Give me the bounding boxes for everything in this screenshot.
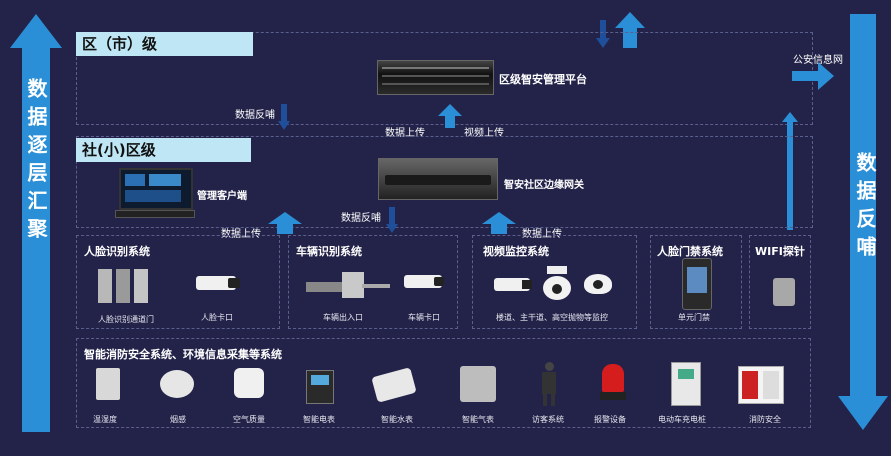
feedback-mid-label: 数据反哺: [341, 213, 381, 224]
client-label: 管理客户端: [197, 191, 247, 202]
upload-left-label: 数据上传: [221, 229, 261, 240]
humidity-sensor: [96, 368, 120, 400]
face-camera-device: [196, 272, 242, 296]
wifi-probe-device: [773, 278, 795, 306]
smart-gas-meter: [460, 366, 496, 402]
fire-item-2: 烟感: [170, 415, 186, 424]
up-arrow-small-icon: [615, 12, 645, 48]
down-arrow-small-icon: [386, 207, 398, 233]
ev-charger: [671, 362, 701, 406]
fire-system-title: 智能消防安全系统、环境信息采集等系统: [84, 348, 282, 361]
door-system-box: [650, 235, 742, 329]
face-system-title: 人脸识别系统: [84, 245, 150, 258]
platform-label: 区级智安管理平台: [499, 73, 587, 86]
video-system-box: [472, 235, 637, 329]
police-net-label: 公安信息网: [793, 55, 843, 66]
fire-item-7: 访客系统: [532, 415, 564, 424]
bullet-camera-device: [494, 274, 536, 296]
up-arrow-small-icon: [782, 112, 798, 122]
ptz-camera-device: [543, 266, 571, 302]
community-tier-box: [76, 136, 813, 228]
vehicle-item-2: 车辆卡口: [408, 313, 440, 322]
platform-server: [377, 60, 494, 95]
fire-item-1: 温湿度: [93, 415, 117, 424]
door-system-title: 人脸门禁系统: [657, 245, 723, 258]
video-system-title: 视频监控系统: [483, 245, 549, 258]
edge-gateway: [378, 158, 498, 200]
fire-item-9: 电动车充电桩: [658, 415, 706, 424]
down-arrow-small-icon: [596, 20, 610, 48]
wifi-uplink-bar: [787, 117, 793, 230]
feedback-top-label: 数据反哺: [235, 110, 275, 121]
vehicle-system-box: [288, 235, 458, 329]
district-tier-label: 区（市）级: [76, 32, 253, 56]
face-system-box: [76, 235, 280, 329]
video-caption: 楼道、主干道、高空抛物等监控: [496, 313, 608, 322]
alarm-device: [600, 364, 626, 402]
air-quality-sensor: [234, 368, 264, 398]
fire-safety-cabinet: [738, 366, 784, 404]
fire-item-6: 智能气表: [462, 415, 494, 424]
management-client-monitor: [115, 168, 195, 218]
visitor-system-figure: [540, 362, 558, 406]
feedback-label: 数据反哺: [853, 152, 877, 264]
up-arrow-small-icon: [438, 104, 462, 128]
gateway-label: 智安社区边缘网关: [504, 180, 584, 191]
fire-system-box: [76, 338, 811, 428]
fire-item-4: 智能电表: [303, 415, 335, 424]
upload-top-label: 数据上传: [385, 128, 425, 139]
door-caption: 单元门禁: [678, 313, 710, 322]
upload-right-label: 数据上传: [522, 229, 562, 240]
down-arrow-small-icon: [278, 104, 290, 130]
up-arrow-icon: [10, 14, 62, 432]
wifi-system-box: [749, 235, 811, 329]
smart-electric-meter: [306, 370, 334, 404]
fire-item-10: 消防安全: [749, 415, 781, 424]
up-arrow-small-icon: [482, 212, 516, 234]
down-arrow-icon: [838, 14, 888, 430]
community-tier-label: 社(小)区级: [76, 138, 251, 162]
fire-item-5: 智能水表: [381, 415, 413, 424]
face-gate-device: [98, 265, 148, 305]
fire-item-8: 报警设备: [594, 415, 626, 424]
aggregation-label: 数据逐层汇聚: [24, 78, 48, 246]
dome-camera-device: [584, 274, 612, 296]
vehicle-item-1: 车辆出入口: [323, 313, 363, 322]
smoke-detector: [160, 370, 194, 398]
face-item-2: 人脸卡口: [201, 313, 233, 322]
fire-item-3: 空气质量: [233, 415, 265, 424]
right-arrow-icon: [792, 62, 834, 90]
door-access-device: [682, 258, 712, 310]
vehicle-barrier-device: [306, 268, 390, 300]
wifi-system-title: WIFI探针: [755, 245, 805, 258]
vehicle-system-title: 车辆识别系统: [296, 245, 362, 258]
vehicle-camera-device: [404, 271, 446, 293]
up-arrow-small-icon: [268, 212, 302, 234]
video-upload-label: 视频上传: [464, 128, 504, 139]
face-item-1: 人脸识别通道门: [98, 315, 154, 324]
